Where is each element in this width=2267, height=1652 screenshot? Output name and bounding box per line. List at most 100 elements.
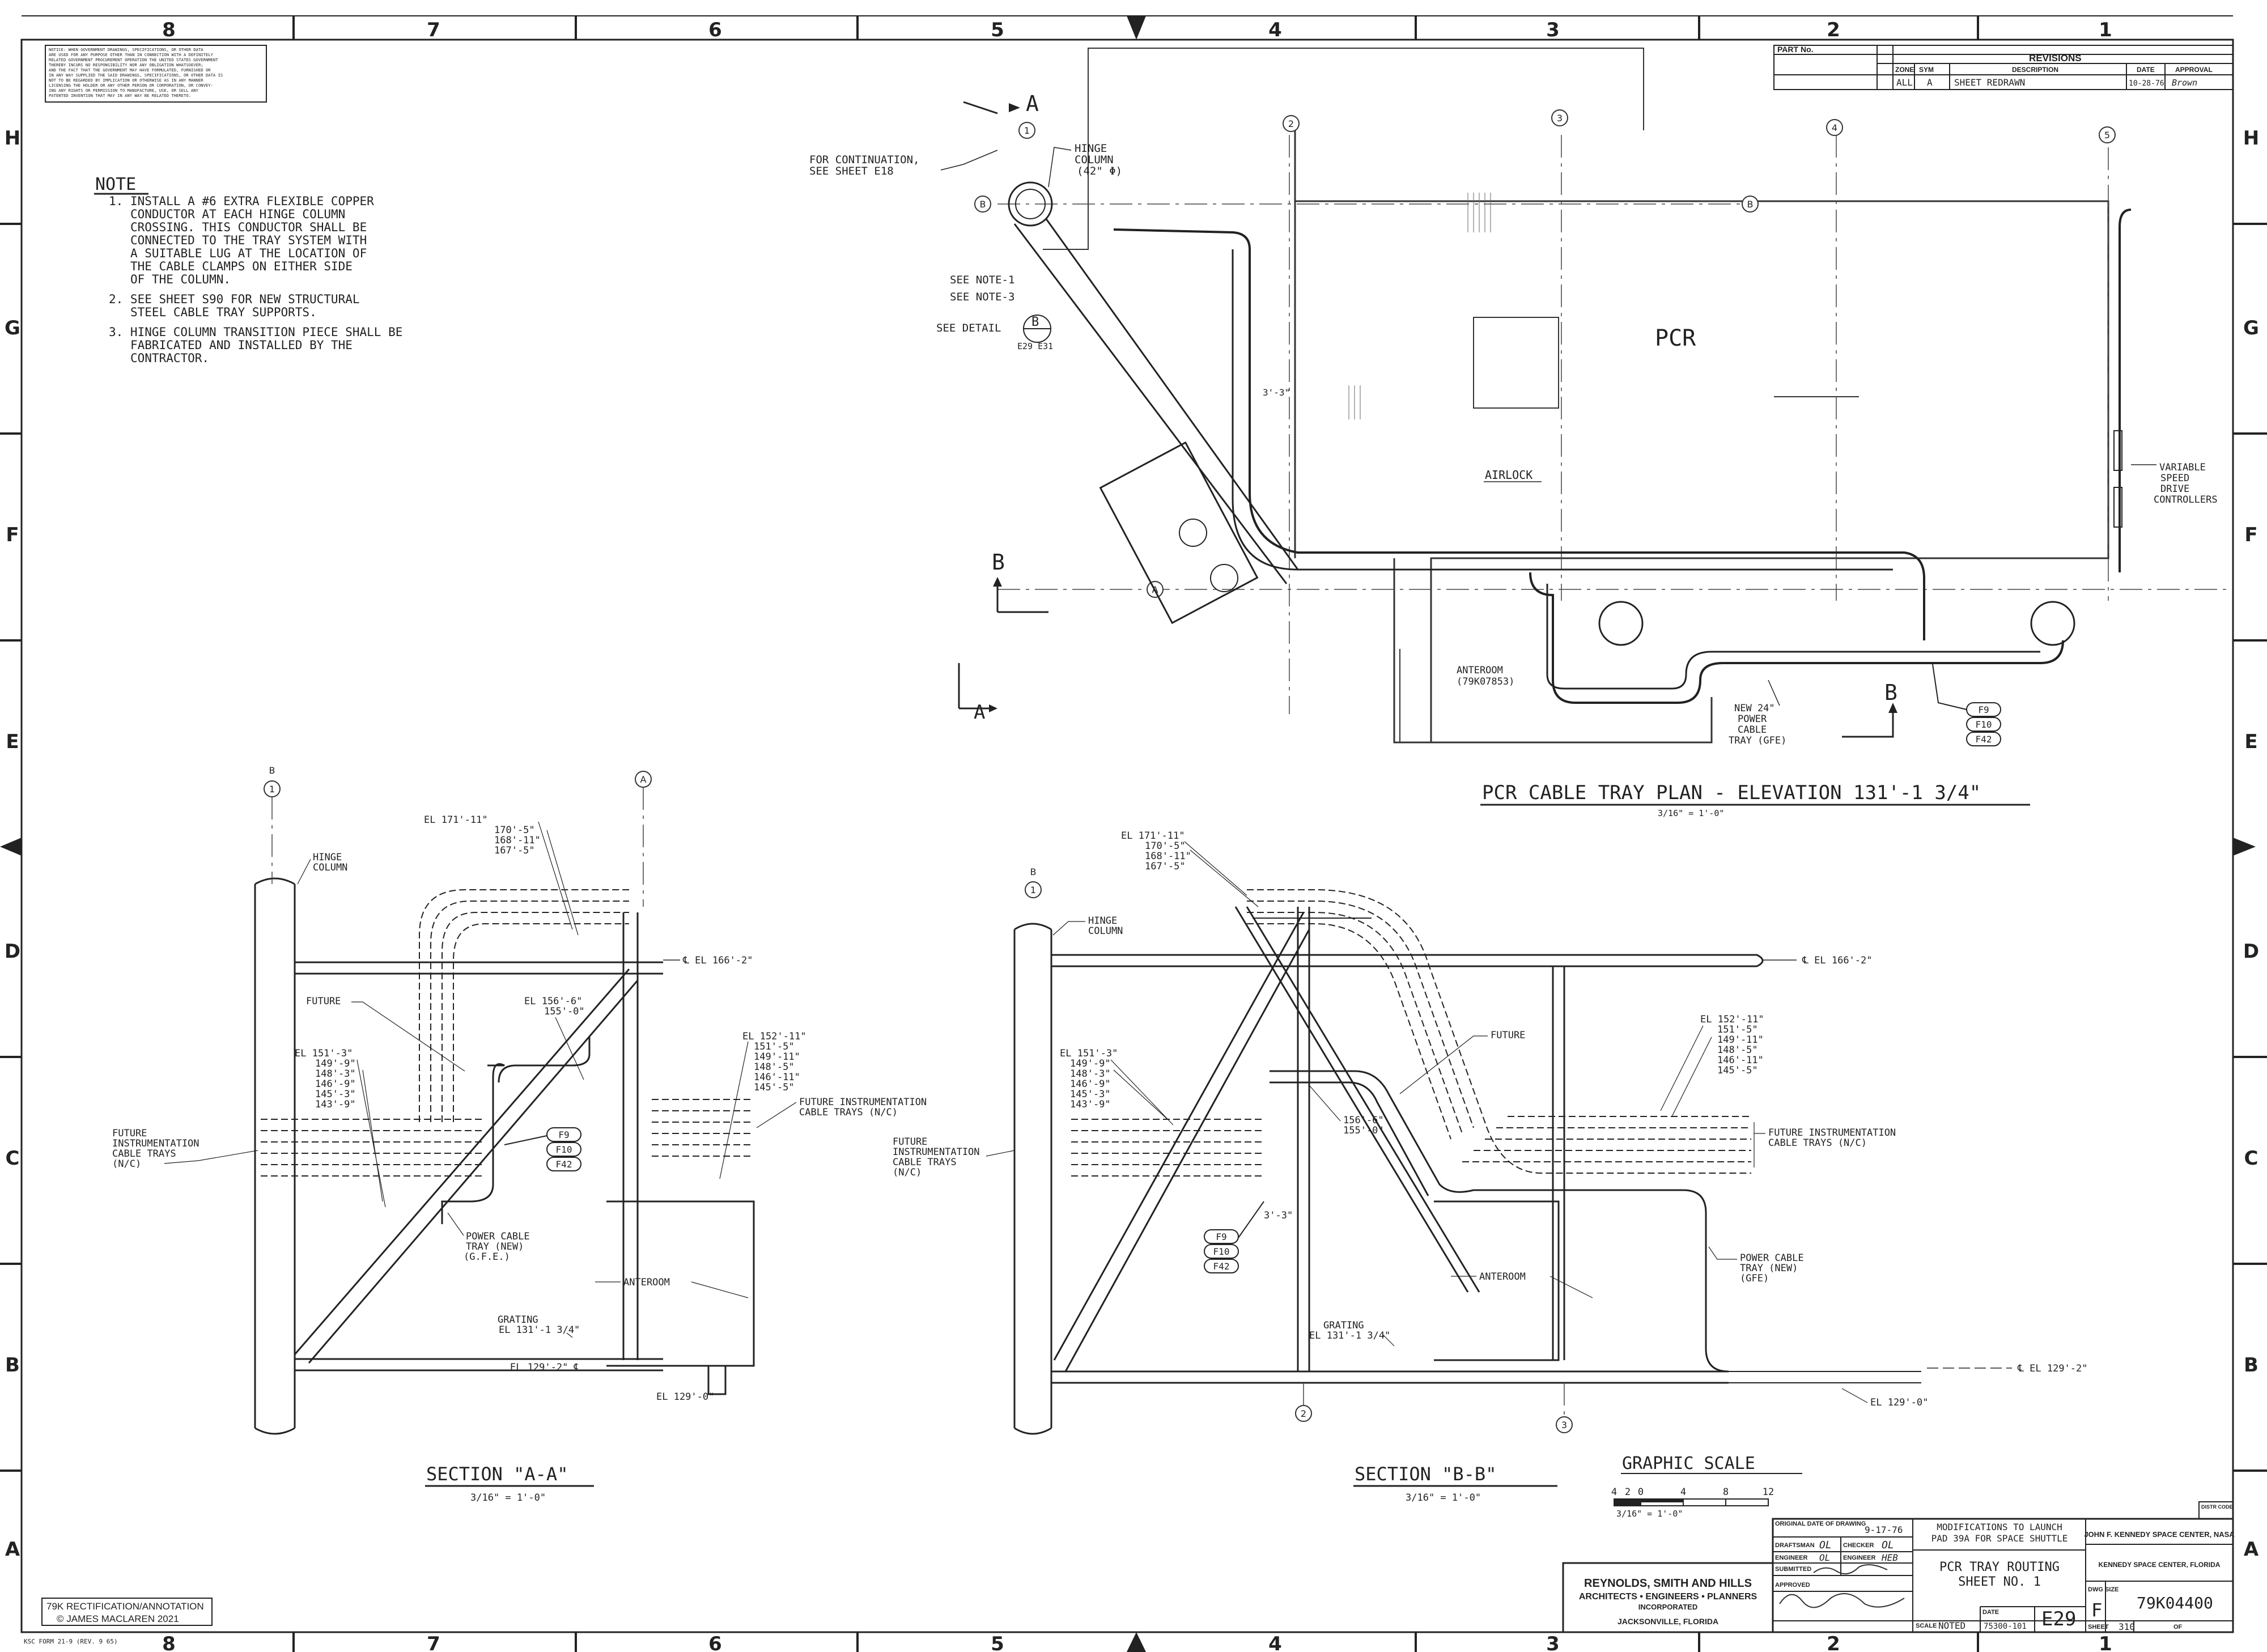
top-col-3: 3 bbox=[1546, 19, 1560, 41]
checker-label: CHECKER bbox=[1843, 1542, 1874, 1549]
left-row-a: A bbox=[5, 1538, 20, 1561]
section-dimension: 3'-3" bbox=[1264, 1210, 1293, 1221]
hinge-label: (42" Φ) bbox=[1077, 165, 1122, 177]
engineer: OL bbox=[1819, 1552, 1830, 1563]
future-left-label: INSTRUMENTATION bbox=[893, 1146, 980, 1158]
drafter: OL bbox=[1819, 1539, 1832, 1551]
el-166: ℄ EL 166'-2" bbox=[682, 955, 753, 966]
section-aa-scale: 3/16" = 1'-0" bbox=[470, 1492, 546, 1504]
hinge-column bbox=[1013, 929, 1052, 1428]
future-right-label: CABLE TRAYS (N/C) bbox=[1768, 1137, 1867, 1149]
el-label: EL 171'-11" bbox=[424, 814, 488, 826]
support-platform bbox=[1099, 441, 1259, 625]
grid-label: 2 bbox=[1301, 1408, 1306, 1419]
plan-wall bbox=[1043, 48, 1644, 250]
power-label: (G.F.E.) bbox=[464, 1251, 510, 1263]
rectification-note: 79K RECTIFICATION/ANNOTATION © JAMES MAC… bbox=[24, 1598, 213, 1645]
el-left: 146'-9" bbox=[1070, 1078, 1111, 1090]
graphic-scale-title: GRAPHIC SCALE bbox=[1622, 1454, 1755, 1473]
note-1-line: OF THE COLUMN. bbox=[130, 273, 231, 286]
f10-label: F10 bbox=[556, 1144, 572, 1155]
rev-col-date: DATE bbox=[2137, 66, 2155, 74]
grid-label: 4 bbox=[1832, 122, 1837, 133]
notice-line: ARE USED FOR ANY PURPOSE OTHER THAN IN C… bbox=[49, 52, 214, 57]
date-label: DATE bbox=[1982, 1609, 1999, 1616]
firm-city: JACKSONVILLE, FLORIDA bbox=[1618, 1617, 1718, 1626]
left-row-c: C bbox=[6, 1147, 20, 1170]
truss-diagonal bbox=[1053, 912, 1310, 1372]
sheet-border bbox=[20, 39, 2234, 1633]
of-label: OF bbox=[2173, 1624, 2183, 1630]
el-129-0: EL 129'-0" bbox=[656, 1391, 714, 1403]
scale-bar-fill bbox=[1614, 1499, 1641, 1506]
scale-tick: 12 bbox=[1763, 1487, 1774, 1498]
f42-tag bbox=[1966, 732, 2001, 746]
el-left: 149'-9" bbox=[315, 1058, 356, 1069]
rev-sym: A bbox=[1927, 77, 1933, 88]
f10-tag bbox=[546, 1142, 581, 1157]
tag-leader bbox=[1932, 664, 1967, 710]
right-row-g: G bbox=[2243, 317, 2259, 339]
continuation-note: FOR CONTINUATION, bbox=[809, 154, 919, 166]
grid-label: 1 bbox=[269, 784, 275, 795]
notice-line: NOT TO BE REGARDED BY IMPLICATION OR OTH… bbox=[49, 78, 203, 83]
notice-line: THEREBY INCURS NO RESPONSIBILITY NOR ANY… bbox=[49, 62, 203, 67]
bottom-col-3: 3 bbox=[1546, 1633, 1560, 1652]
platform-hole bbox=[1210, 564, 1238, 592]
rev-approval: Brown bbox=[2172, 78, 2197, 88]
future-label: FUTURE bbox=[1491, 1030, 1525, 1041]
el-right: EL 152'-11" bbox=[742, 1031, 806, 1042]
truss-diagonal bbox=[294, 969, 639, 1364]
truss-top bbox=[1051, 954, 1757, 967]
note-1-line: CROSSING. THIS CONDUCTOR SHALL BE bbox=[130, 220, 367, 234]
right-row-e: E bbox=[2244, 731, 2257, 753]
grating-label: EL 131'-1 3/4" bbox=[1309, 1330, 1390, 1341]
bottom-col-5: 5 bbox=[991, 1633, 1004, 1652]
zone-ticks bbox=[0, 16, 2267, 1652]
grid-bubble-4 bbox=[1826, 119, 1843, 136]
notice-line: IN ANY WAY SUPPLIED THE SAID DRAWINGS, S… bbox=[49, 73, 223, 78]
f42-tag bbox=[546, 1157, 581, 1171]
rev-desc: SHEET REDRAWN bbox=[1954, 77, 2025, 88]
f10-label: F10 bbox=[1976, 719, 1992, 730]
el-left: 145'-3" bbox=[1070, 1089, 1111, 1100]
hinge-column-top bbox=[254, 877, 295, 885]
truss-diagonal bbox=[1234, 906, 1480, 1293]
f42-label: F42 bbox=[1976, 734, 1992, 745]
vsd-label: VARIABLE bbox=[2159, 462, 2206, 473]
scale-tick: 0 bbox=[1638, 1487, 1644, 1498]
hinge-column-inner bbox=[1015, 189, 1046, 219]
plan-dimension: 3'-3" bbox=[1263, 387, 1290, 398]
grid-label: 3 bbox=[1557, 113, 1563, 124]
el-label: 167'-5" bbox=[494, 845, 535, 856]
notes-block: NOTE 1. INSTALL A #6 EXTRA FLEXIBLE COPP… bbox=[94, 175, 402, 365]
power-cable-tray bbox=[1270, 1070, 1729, 1373]
future-left-label: (N/C) bbox=[893, 1167, 922, 1178]
grid-bubble-1 bbox=[1018, 122, 1035, 139]
new-tray-label: POWER bbox=[1738, 714, 1767, 725]
rev-col-zone: ZONE bbox=[1895, 66, 1914, 74]
beam-stub bbox=[707, 1366, 727, 1395]
government-notice: NOTICE: WHEN GOVERNMENT DRAWINGS, SPECIF… bbox=[45, 45, 267, 103]
grid-label: 1 bbox=[1030, 885, 1036, 895]
grid-bubble-b bbox=[974, 196, 991, 213]
section-arrow bbox=[1009, 103, 1020, 112]
grid-label: B bbox=[1030, 867, 1037, 877]
f9-tag bbox=[1204, 1229, 1239, 1244]
left-row-b: B bbox=[5, 1354, 20, 1377]
section-a-marker: A bbox=[974, 701, 985, 724]
hinge-label: HINGE bbox=[1075, 142, 1107, 155]
el-129: ℄ EL 129'-2" bbox=[2017, 1363, 2088, 1374]
orig-date-label: ORIGINAL DATE OF DRAWING bbox=[1775, 1521, 1866, 1527]
hinge-boom bbox=[1045, 218, 1299, 570]
new-power-tray bbox=[1546, 584, 2040, 690]
grid-bubble-b bbox=[1742, 196, 1759, 213]
note-1-line: CONNECTED TO THE TRAY SYSTEM WITH bbox=[130, 233, 367, 247]
detail-ref-bot: E29 E31 bbox=[1017, 341, 1053, 351]
engineer-label: ENGINEER bbox=[1775, 1555, 1808, 1561]
el-left: 146'-9" bbox=[315, 1078, 356, 1090]
dwg-size: F bbox=[2091, 1599, 2102, 1621]
el-left: 149'-9" bbox=[1070, 1058, 1111, 1069]
el-right: 151'-5" bbox=[1717, 1024, 1758, 1035]
power-cable-tray bbox=[1270, 1081, 1429, 1196]
